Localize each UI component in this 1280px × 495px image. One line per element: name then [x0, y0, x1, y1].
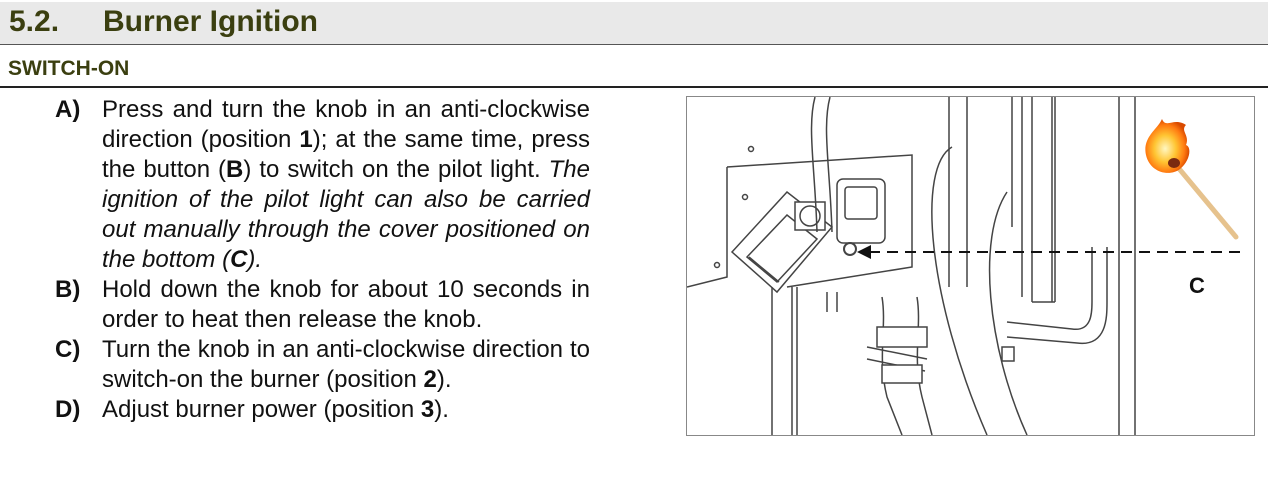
step-text-run: ); at the same time, press the button ( [102, 126, 591, 183]
step-b: B) Hold down the knob for about 10 secon… [55, 275, 590, 335]
step-text-run: Adjust burner power (position [102, 396, 421, 423]
step-text-run: Turn the knob in an anti-clockwise direc… [102, 336, 590, 393]
step-text-run: ). [434, 396, 449, 423]
step-text-run: The ignition of the pilot light can also… [102, 156, 590, 273]
step-text: Press and turn the knob in an anti-clock… [102, 95, 590, 275]
step-text-run: 2 [423, 366, 437, 393]
callout-label-c: C [1189, 273, 1205, 298]
section-header-rule [0, 44, 1268, 45]
subsection-title: SWITCH-ON [8, 57, 130, 80]
step-text-run: ). [436, 366, 452, 393]
burner-assembly-illustration [687, 97, 1242, 435]
step-text-run: 1 [299, 126, 313, 153]
step-text-run: B [226, 156, 244, 183]
step-text: Adjust burner power (position 3). [102, 395, 590, 425]
step-text: Turn the knob in an anti-clockwise direc… [102, 335, 590, 395]
step-text-run: ) to switch on the pilot light. [243, 156, 549, 183]
step-a: A) Press and turn the knob in an anti-cl… [55, 95, 590, 275]
step-d: D) Adjust burner power (position 3). [55, 395, 590, 425]
step-text-run: Press and turn the knob in an anti-clock… [102, 96, 590, 153]
section-header-band [0, 2, 1268, 44]
step-text-run: Hold down the knob for about 10 seconds … [102, 276, 590, 333]
section-title: Burner Ignition [103, 5, 318, 38]
step-label: C) [55, 336, 81, 363]
step-text: Hold down the knob for about 10 seconds … [102, 275, 590, 335]
step-text-run: C [230, 246, 248, 273]
step-text-run: 3 [420, 396, 435, 423]
step-text-run: ). [247, 246, 263, 273]
step-label: D) [55, 396, 81, 423]
subsection-rule [0, 86, 1268, 88]
burner-figure [686, 96, 1255, 436]
step-label: B) [55, 276, 81, 303]
step-c: C) Turn the knob in an anti-clockwise di… [55, 335, 590, 395]
step-label: A) [55, 96, 81, 123]
lit-match-icon [1145, 119, 1239, 240]
section-number: 5.2. [9, 5, 60, 38]
step-list: A) Press and turn the knob in an anti-cl… [55, 95, 590, 425]
